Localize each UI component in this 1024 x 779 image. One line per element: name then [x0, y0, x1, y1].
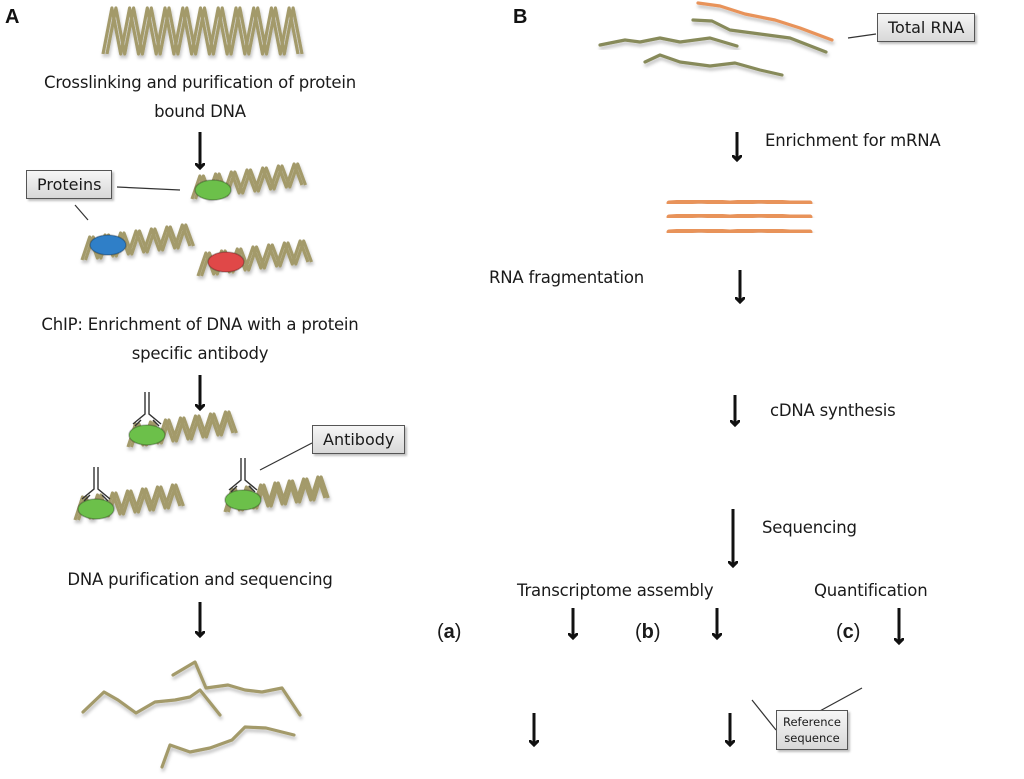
reference-callout-line2: sequence [784, 731, 840, 745]
step-rna-fragmentation: RNA fragmentation [489, 268, 644, 287]
step-sequencing: Sequencing [762, 518, 857, 537]
subpanel-letter: c [842, 621, 854, 643]
subpanel-letter: b [641, 621, 654, 643]
step-enrichment-mrna: Enrichment for mRNA [765, 131, 941, 150]
dna-fragment-1 [81, 688, 222, 717]
leader-reference-c [817, 687, 863, 713]
antibody-arm-left [228, 458, 242, 491]
antibody-light-right [101, 494, 109, 502]
antibody-arm-right [148, 392, 162, 425]
step-dna-purification: DNA purification and sequencing [67, 570, 333, 589]
protein-green-antibody-3 [224, 489, 262, 511]
leader-reference-b [751, 699, 777, 731]
step-chip-line1: ChIP: Enrichment of DNA with a protein [41, 315, 359, 334]
antibody-arm-right [97, 467, 111, 500]
step-quantification: Quantification [814, 581, 928, 600]
mrna-strand-1 [666, 198, 813, 206]
total-rna-strand-2 [691, 18, 828, 54]
flow-arrows [200, 132, 899, 745]
antibody-icon-1 [132, 392, 162, 427]
paren-open: ( [437, 621, 444, 643]
mrna-strand-3 [666, 227, 813, 235]
dna-fragment-3 [160, 725, 296, 769]
protein-red [207, 251, 245, 273]
leader-total-rna [847, 33, 877, 39]
paren-close: ) [653, 621, 661, 643]
total-rna-strand-3 [643, 53, 784, 77]
leader-antibody [259, 442, 313, 471]
antibody-light-left [230, 485, 238, 493]
antibody-arm-right [244, 458, 258, 491]
antibody-light-right [248, 485, 256, 493]
dna-strand [101, 6, 300, 56]
rna-graphics [81, 1, 1020, 777]
dna-helix-long [101, 6, 304, 56]
step-crosslinking-line1: Crosslinking and purification of protein [44, 73, 356, 92]
mrna-strand-2 [666, 212, 813, 220]
protein-green-antibody-2 [77, 498, 115, 520]
proteins-callout: Proteins [26, 170, 113, 199]
antibody-light-right [152, 419, 160, 427]
protein-green [194, 179, 232, 201]
dna-strand [105, 6, 304, 56]
antibody-arm-left [81, 467, 95, 500]
reference-sequence-callout: Reference sequence [776, 710, 848, 750]
leader-proteins-blue [74, 204, 89, 221]
panel-a-label: A [5, 6, 20, 28]
subpanel-c-label: (c) [836, 621, 860, 644]
paren-close: ) [853, 621, 861, 643]
antibody-icon-3 [228, 458, 258, 493]
antibody-icon-2 [81, 467, 111, 502]
paren-open: ( [635, 621, 642, 643]
reference-callout-line1: Reference [783, 715, 841, 729]
total-rna-mrna-strand [696, 1, 834, 42]
dna-fragment-2 [171, 660, 302, 717]
subpanel-a-label: (a) [437, 621, 461, 644]
step-crosslinking-line2: bound DNA [154, 102, 246, 121]
subpanel-letter: a [443, 621, 455, 643]
protein-green-antibody-1 [128, 424, 166, 446]
antibody-light-left [134, 419, 142, 427]
antibody-light-left [83, 494, 91, 502]
callout-leader-lines [74, 33, 877, 731]
subpanel-b-label: (b) [635, 621, 661, 644]
total-rna-strand-1 [598, 36, 739, 48]
step-transcriptome-assembly: Transcriptome assembly [517, 581, 714, 600]
total-rna-callout: Total RNA [877, 13, 976, 42]
paren-close: ) [454, 621, 462, 643]
step-cdna-synthesis: cDNA synthesis [770, 401, 896, 420]
panel-b-label: B [513, 6, 528, 28]
dna-graphics [73, 6, 330, 521]
paren-open: ( [836, 621, 843, 643]
leader-proteins-green [116, 186, 181, 191]
antibody-arm-left [132, 392, 146, 425]
step-chip-line2: specific antibody [131, 344, 269, 363]
protein-blue [89, 234, 127, 256]
antibody-callout: Antibody [312, 425, 406, 454]
